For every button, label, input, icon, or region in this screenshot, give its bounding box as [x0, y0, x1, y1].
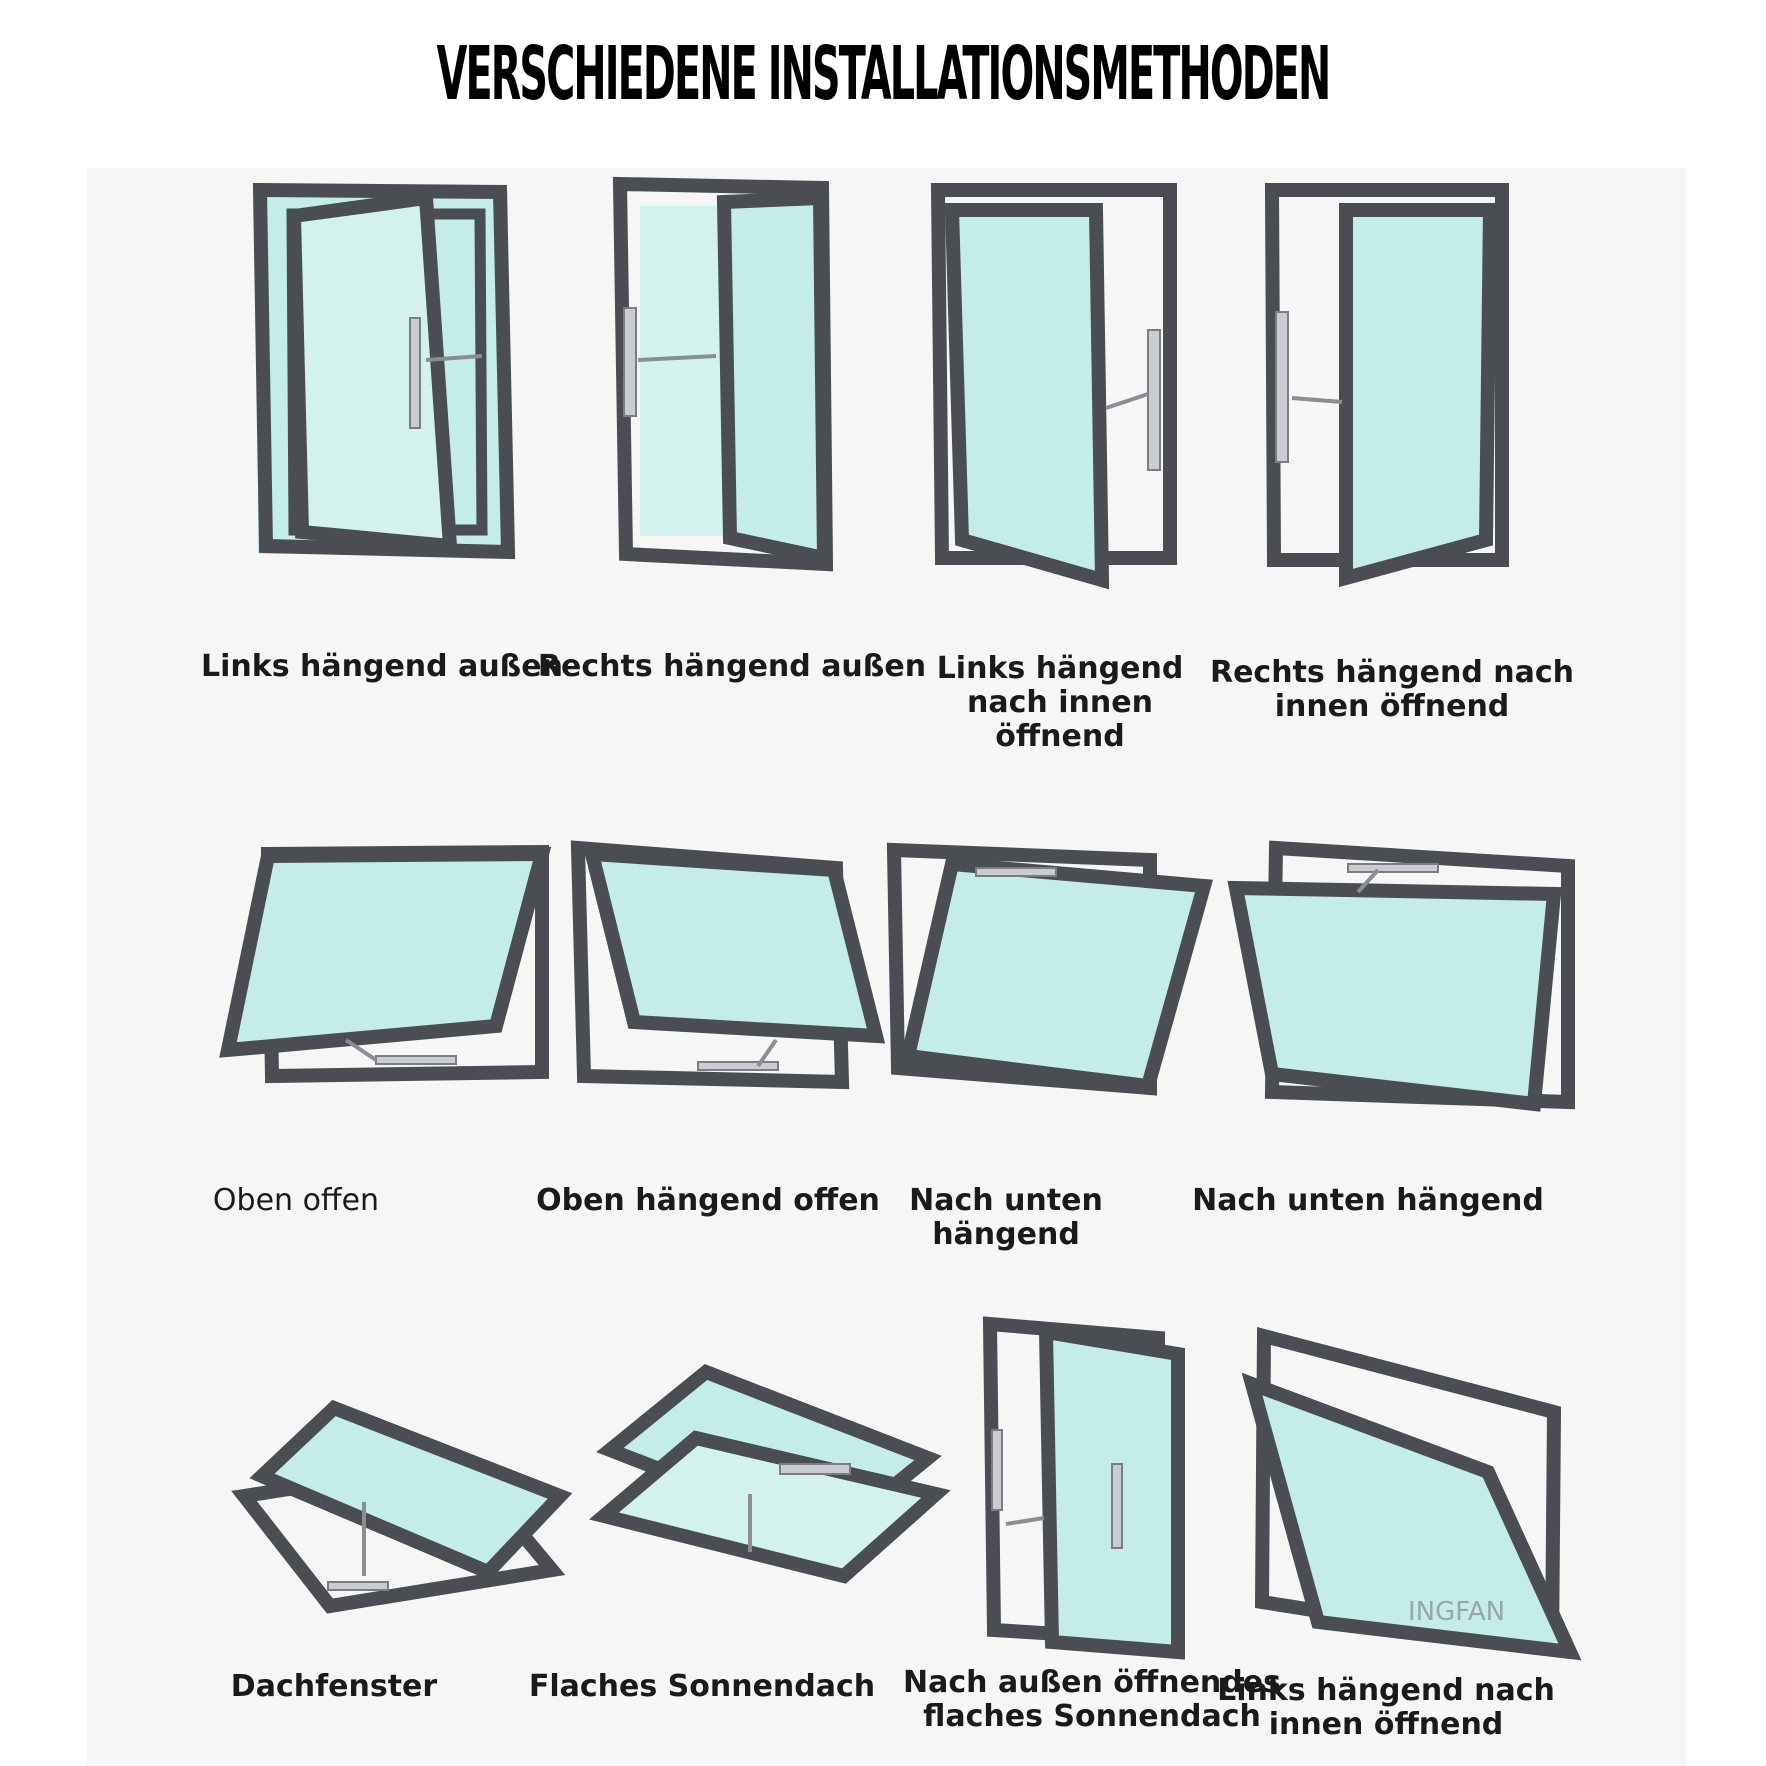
method-label: Rechts hängend außen — [537, 649, 927, 684]
method-label: Links hängend nach innen öffnend — [936, 651, 1184, 754]
watermark: INGFAN — [1408, 1597, 1505, 1627]
bottom-hung-window-icon — [886, 842, 1214, 1096]
method-label: Links hängend nach innen öffnend — [1217, 1673, 1555, 1742]
flat-sunroof-window-icon — [589, 1364, 951, 1584]
method-label: Oben offen — [212, 1183, 380, 1218]
skylight-window-icon — [231, 1399, 573, 1614]
top-hung-window-icon — [570, 840, 886, 1090]
method-label: Oben hängend offen — [536, 1183, 880, 1218]
page-title: VERSCHIEDENE INSTALLATIONSMETHODEN — [436, 32, 1332, 118]
method-label: Nach unten hängend — [1192, 1183, 1544, 1218]
tilt-inward-window-icon: INGFAN — [1241, 1326, 1582, 1661]
method-label: Flaches Sonnendach — [528, 1669, 876, 1704]
method-label: Nach unten hängend — [909, 1183, 1103, 1252]
casement-left-outward-window-icon — [252, 182, 516, 560]
method-label: Rechts hängend nach innen öffnend — [1209, 655, 1575, 724]
casement-left-inward-window-icon — [930, 183, 1177, 590]
casement-right-outward-window-icon — [612, 176, 834, 572]
top-open-window-icon — [219, 844, 552, 1084]
method-label: Dachfenster — [230, 1669, 438, 1704]
bottom-hung-inward-window-icon — [1227, 840, 1575, 1112]
casement-right-inward-window-icon — [1264, 183, 1509, 588]
outward-flat-sunroof-window-icon — [982, 1316, 1185, 1660]
method-label: Nach außen öffnendes flaches Sonnendach — [903, 1665, 1281, 1734]
method-label: Links hängend außen — [201, 649, 563, 684]
